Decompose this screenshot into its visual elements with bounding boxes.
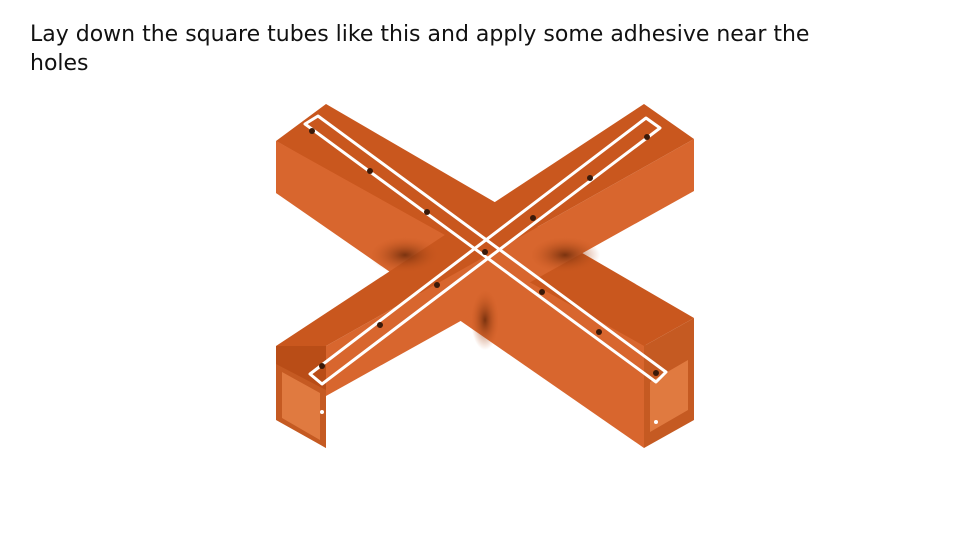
hole bbox=[319, 363, 325, 369]
tube-a-holes bbox=[309, 128, 659, 376]
hole bbox=[530, 215, 536, 221]
hole bbox=[596, 329, 602, 335]
hole bbox=[434, 282, 440, 288]
tube-b-end-opening bbox=[282, 372, 320, 440]
inner-hole-right bbox=[654, 420, 658, 424]
adhesive-highlight-outlines bbox=[303, 114, 668, 386]
hole bbox=[367, 168, 373, 174]
tube-b-top-face bbox=[276, 104, 694, 346]
tube-b-right-side bbox=[326, 139, 694, 396]
inner-hole-left bbox=[320, 410, 324, 414]
hole bbox=[424, 209, 430, 215]
instruction-text: Lay down the square tubes like this and … bbox=[30, 22, 810, 76]
hole bbox=[587, 175, 593, 181]
highlight-outline-b bbox=[308, 116, 662, 386]
crossing-shadow-right bbox=[530, 237, 600, 273]
crossing-shadow-left bbox=[370, 237, 440, 273]
hole bbox=[539, 289, 545, 295]
highlight-outline-a bbox=[303, 114, 668, 384]
crossing-shadow-bottom bbox=[471, 290, 499, 350]
hole bbox=[644, 134, 650, 140]
tube-b-holes bbox=[319, 134, 650, 369]
hole bbox=[309, 128, 315, 134]
hole bbox=[482, 249, 488, 255]
hole bbox=[653, 370, 659, 376]
hole bbox=[377, 322, 383, 328]
